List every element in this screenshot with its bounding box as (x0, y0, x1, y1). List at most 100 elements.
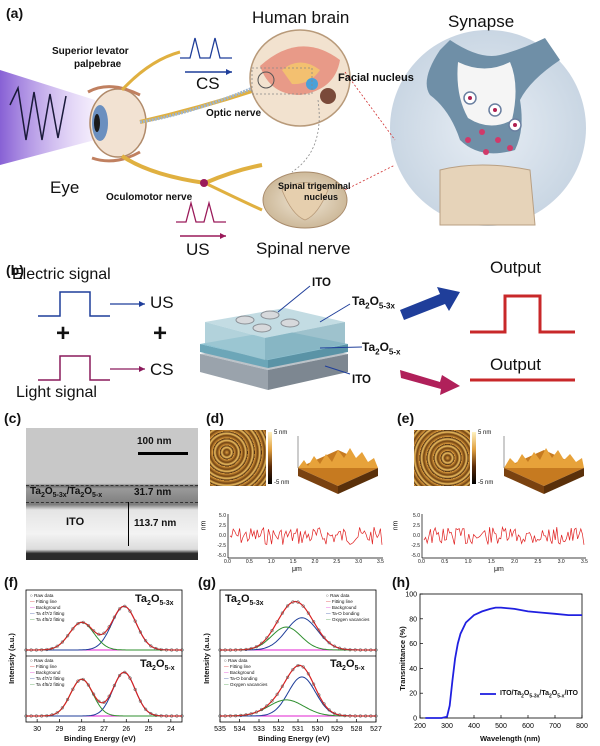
raw-data-point (322, 702, 326, 706)
height-profile-line (229, 526, 383, 545)
legend-item: — Background (224, 670, 255, 675)
raw-data-point (71, 627, 75, 631)
raw-data-point (112, 615, 117, 619)
raw-data-point (322, 635, 326, 640)
ytick: 5.0 (413, 513, 420, 519)
x-tick-label: 529 (331, 726, 343, 733)
raw-data-point (358, 648, 363, 652)
legend-item: ○ Raw data (30, 593, 54, 598)
raw-data-point (285, 604, 290, 608)
raw-data-point (363, 648, 368, 652)
xtick: 3.0 (355, 559, 363, 565)
legend-item: ○ Raw data (326, 593, 350, 598)
raw-data-point (39, 648, 44, 652)
raw-data-point (218, 648, 222, 652)
y-tick-label: 80 (409, 616, 417, 623)
x-tick-label: 25 (145, 726, 153, 733)
y-tick-label: 100 (405, 592, 417, 599)
panel-a-label: (a) (6, 5, 24, 21)
raw-data-point (239, 713, 243, 718)
raw-data-point (55, 711, 59, 715)
raw-data-point (164, 714, 169, 718)
raw-data-point (280, 684, 285, 688)
legend-item: ○ Raw data (30, 658, 54, 663)
xtick: 3.5 (377, 559, 384, 565)
raw-data-point (24, 714, 28, 718)
colorbar-e (472, 432, 476, 484)
raw-data-point (50, 713, 54, 717)
afm-3d-surface-d (297, 436, 378, 494)
raw-data-point (76, 621, 80, 626)
legend-item: — Background (30, 670, 61, 675)
raw-data-point (233, 648, 238, 652)
raw-data-point (363, 714, 368, 718)
raw-data-point (301, 665, 305, 669)
ytick: -2.5 (217, 543, 226, 549)
f-bottom-title: Ta2O5-x (140, 658, 175, 673)
ito-top-label: ITO (312, 277, 331, 289)
f-xlabel: Binding Energy (eV) (64, 734, 136, 743)
raw-data-point (97, 699, 101, 703)
raw-data-point (149, 711, 153, 716)
raw-data-point (239, 648, 243, 652)
ytick: 0.0 (413, 533, 420, 539)
xtick: 1.0 (464, 559, 472, 565)
legend-item: ○ Raw data (224, 658, 248, 663)
raw-data-point (34, 714, 39, 718)
height-profile-line (423, 525, 585, 545)
legend-item: — Fitting line (224, 664, 251, 669)
raw-data-point (39, 714, 44, 718)
raw-data-point (117, 673, 122, 678)
y-tick-label: 40 (409, 666, 417, 673)
colorbar-bottom-e: -5 nm (478, 480, 494, 486)
ytick: -2.5 (411, 543, 420, 549)
light-signal-label: Light signal (16, 384, 97, 401)
optic-nerve-label: Optic nerve (206, 108, 262, 119)
raw-data-point (369, 714, 373, 718)
raw-data-point (86, 683, 91, 687)
x-tick-label: 800 (576, 723, 588, 730)
scale-bar-label: 100 nm (137, 436, 172, 447)
profile-e-xticks: 0.0 0.5 1.0 1.5 2.0 2.5 3.0 3.5 (418, 559, 588, 565)
fitting-line (26, 671, 182, 717)
plus-sign-right: + (153, 320, 168, 347)
x-tick-label: 534 (234, 726, 246, 733)
x-tick-label: 700 (549, 723, 561, 730)
x-tick-label: 30 (33, 726, 41, 733)
raw-data-point (45, 714, 49, 718)
ytick: 0.0 (219, 533, 226, 539)
xtick: 2.0 (311, 559, 319, 565)
x-tick-label: 500 (495, 723, 507, 730)
raw-data-point (159, 647, 163, 652)
h-xlabel: Wavelength (nm) (480, 734, 541, 743)
raw-data-point (218, 714, 222, 718)
legend-item: — Ta-O bonding (224, 676, 258, 681)
x-tick-label: 531 (292, 726, 304, 733)
us-label-a: US (186, 240, 210, 259)
raw-data-point (291, 600, 295, 604)
x-tick-label: 27 (100, 726, 108, 733)
electric-signal-label: Electric signal (12, 266, 111, 283)
fitting-line (220, 664, 376, 717)
raw-data-point (228, 714, 233, 718)
panel-c-label: (c) (4, 410, 22, 426)
raw-data-point (97, 632, 101, 636)
raw-data-point (348, 714, 352, 718)
raw-data-point (311, 620, 316, 624)
y-tick-label: 20 (409, 691, 417, 698)
afm-3d-surface-e (503, 436, 584, 494)
legend-item: — Fitting line (30, 664, 57, 669)
legend-item: — Oxygen vacancies (326, 617, 370, 622)
raw-data-point (259, 707, 264, 712)
raw-data-point (143, 707, 148, 711)
raw-data-point (143, 639, 148, 643)
raw-data-point (102, 700, 106, 705)
x-tick-label: 535 (214, 726, 226, 733)
raw-data-point (91, 692, 96, 696)
raw-data-point (102, 631, 106, 635)
raw-data-point (76, 679, 80, 683)
raw-data-point (275, 620, 279, 624)
raw-data-point (60, 706, 65, 710)
